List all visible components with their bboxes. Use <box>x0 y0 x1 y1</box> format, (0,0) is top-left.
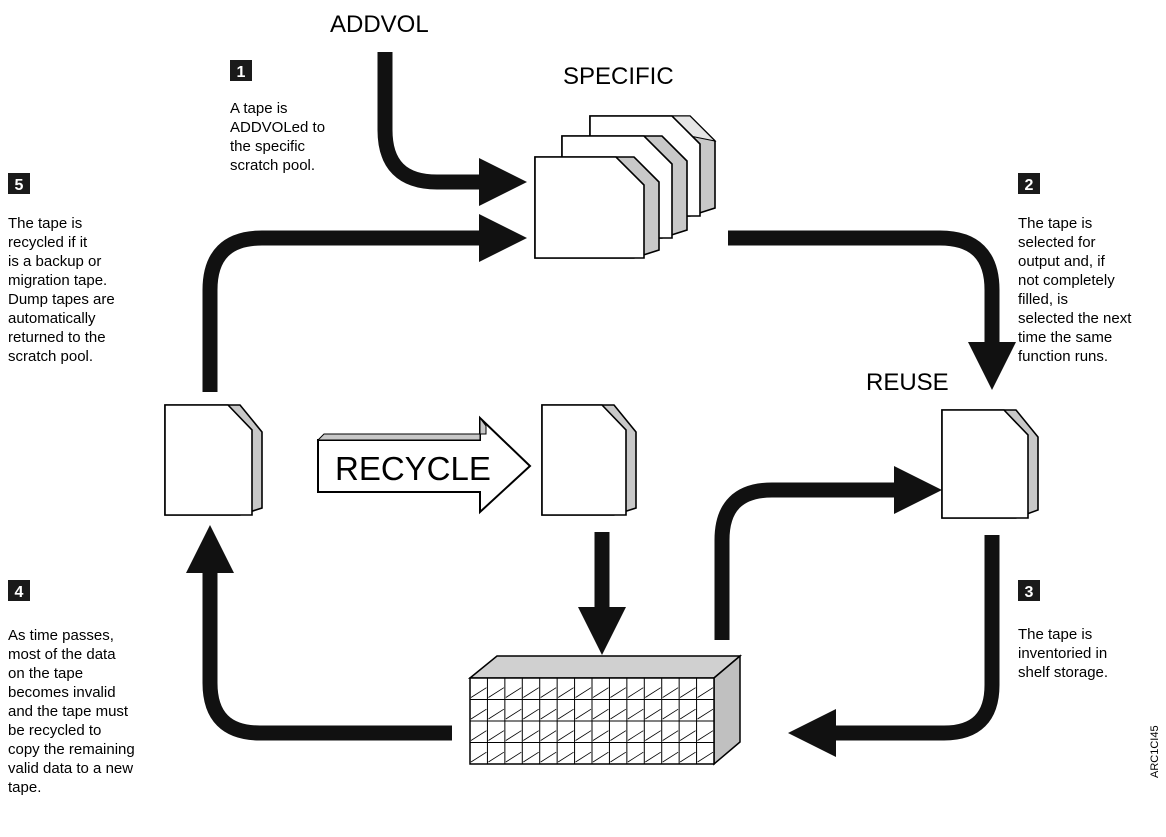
tape-slot <box>592 730 609 741</box>
tape-slot <box>627 751 644 763</box>
recycled-tape <box>541 404 637 516</box>
addvol-label: ADDVOL <box>330 11 429 38</box>
tape-slot <box>505 751 522 763</box>
step-3: 3 The tape is inventoried in shelf stora… <box>1018 580 1111 681</box>
recycle-candidate-tape <box>164 404 263 516</box>
tape-slot <box>679 708 696 720</box>
specific-label: SPECIFIC <box>563 63 674 90</box>
tape-slot <box>610 730 627 741</box>
tape-slot <box>679 687 696 698</box>
tape-slot <box>575 751 592 763</box>
tape-slot <box>557 751 574 763</box>
tape-slot <box>627 708 644 720</box>
step-description: The tape is recycled if it is a backup o… <box>8 215 119 365</box>
tape-slot <box>488 751 505 763</box>
specific-tape-stack <box>534 115 717 259</box>
step-2: 2 The tape is selected for output and, i… <box>1018 173 1136 365</box>
tape-slot <box>575 708 592 720</box>
step-4: 4 As time passes, most of the data on th… <box>8 580 139 796</box>
tape-slot <box>523 730 539 741</box>
tape-slot <box>470 708 487 720</box>
tape-slot <box>610 687 627 698</box>
tape-slot <box>557 687 574 698</box>
arrow-recycle-to-specific <box>202 213 527 392</box>
tape-slot <box>645 687 661 698</box>
step-1: 1 A tape is ADDVOLed to the specific scr… <box>230 60 329 174</box>
tape-slot <box>592 708 609 720</box>
step-badge <box>8 173 30 194</box>
tape-slot <box>697 730 714 741</box>
tape-slot <box>610 708 627 720</box>
step-number: 5 <box>15 177 24 194</box>
tape-slot <box>610 751 627 763</box>
tape-slot <box>662 730 679 741</box>
tape-slot <box>575 687 592 698</box>
step-badge <box>230 60 252 81</box>
tape-slot <box>523 751 539 763</box>
reuse-tape <box>941 409 1039 519</box>
arrow-addvol-to-specific <box>377 52 527 206</box>
tape-slot <box>627 730 644 741</box>
tape-slot <box>679 751 696 763</box>
tape-slot <box>592 751 609 763</box>
tape-slot <box>662 751 679 763</box>
tape-slot <box>505 687 522 698</box>
tape-icon <box>534 156 660 259</box>
step-5: 5 The tape is recycled if it is a backup… <box>8 173 119 365</box>
reuse-label: REUSE <box>866 369 949 396</box>
step-description: A tape is ADDVOLed to the specific scrat… <box>230 100 329 174</box>
step-number: 2 <box>1025 177 1034 194</box>
figure-code: ARC1CI45 <box>1149 725 1161 778</box>
tape-slot <box>645 751 661 763</box>
arrow-reuse-to-shelf <box>788 535 1000 758</box>
tape-slot <box>540 751 557 763</box>
tape-slot <box>470 730 487 741</box>
tape-slot <box>470 687 487 698</box>
tape-slot <box>697 751 714 763</box>
tape-slot <box>627 687 644 698</box>
tape-slot <box>523 708 539 720</box>
tape-slot <box>697 708 714 720</box>
step-number: 4 <box>15 584 24 601</box>
tape-slot <box>662 708 679 720</box>
tape-slot <box>662 687 679 698</box>
tape-slot <box>505 730 522 741</box>
step-number: 1 <box>237 64 246 81</box>
step-description: The tape is selected for output and, if … <box>1018 215 1136 365</box>
tape-slot <box>523 687 539 698</box>
step-badge <box>1018 580 1040 601</box>
tape-slot <box>540 730 557 741</box>
arrow-specific-to-reuse <box>728 230 1017 390</box>
tape-slot <box>575 730 592 741</box>
arrow-shelf-to-recycle <box>185 525 452 741</box>
recycle-arrow-shadow <box>316 416 487 441</box>
tape-slot <box>592 687 609 698</box>
step-badge <box>1018 173 1040 194</box>
step-badge <box>8 580 30 601</box>
recycle-label: RECYCLE <box>335 450 491 487</box>
tape-slot <box>645 708 661 720</box>
shelf-storage <box>467 654 743 766</box>
tape-slot <box>540 687 557 698</box>
tape-slot <box>488 708 505 720</box>
tape-slot <box>645 730 661 741</box>
tape-slot <box>488 730 505 741</box>
tape-slot <box>505 708 522 720</box>
tape-slot <box>679 730 696 741</box>
step-description: As time passes, most of the data on the … <box>8 627 139 796</box>
arrow-shelf-to-reuse <box>714 465 942 640</box>
tape-slot <box>557 708 574 720</box>
tape-slot <box>488 687 505 698</box>
tape-slot <box>540 708 557 720</box>
tape-slot <box>557 730 574 741</box>
step-description: The tape is inventoried in shelf storage… <box>1018 626 1111 681</box>
tape-slot <box>697 687 714 698</box>
step-number: 3 <box>1025 584 1034 601</box>
tape-slot <box>470 751 487 763</box>
